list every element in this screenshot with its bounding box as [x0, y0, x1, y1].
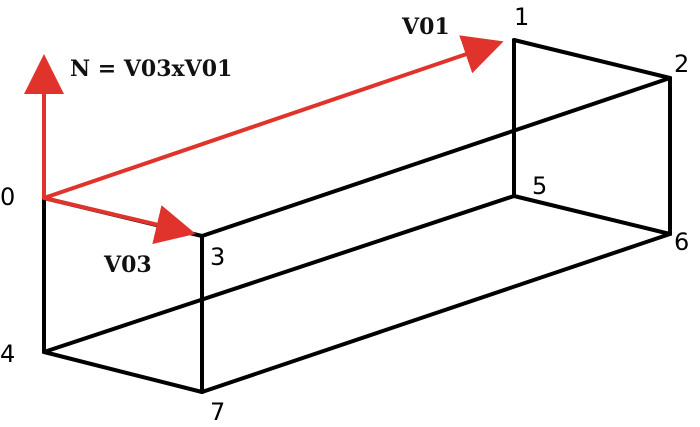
vectors — [23, 35, 504, 245]
vertex-label-7: 7 — [210, 398, 225, 426]
edge-4-5 — [42, 194, 516, 354]
vector-label-v03: V03 — [103, 252, 152, 278]
vector-label-v01: V01 — [401, 14, 450, 40]
edge-1-2 — [512, 38, 672, 80]
vertex-label-5: 5 — [532, 172, 547, 200]
edge-6-5 — [512, 194, 672, 236]
normal-label: N = V03xV01 — [70, 56, 232, 82]
vertex-label-1: 1 — [514, 3, 529, 31]
vertex-labels: 0 1 2 3 4 5 6 7 — [0, 3, 689, 426]
vector-v01-arrow — [42, 35, 504, 200]
vertex-label-4: 4 — [0, 340, 15, 368]
box-edges — [42, 38, 672, 394]
vector-v03-arrow — [42, 196, 196, 245]
edge-3-2 — [200, 76, 672, 238]
vertex-label-6: 6 — [674, 228, 689, 256]
edge-4-7 — [42, 350, 204, 394]
vertex-label-0: 0 — [0, 183, 15, 211]
vector-labels: V01 V03 N = V03xV01 — [70, 14, 450, 278]
vertex-label-3: 3 — [210, 243, 225, 271]
vertex-label-2: 2 — [674, 50, 689, 78]
edge-7-6 — [200, 232, 672, 394]
